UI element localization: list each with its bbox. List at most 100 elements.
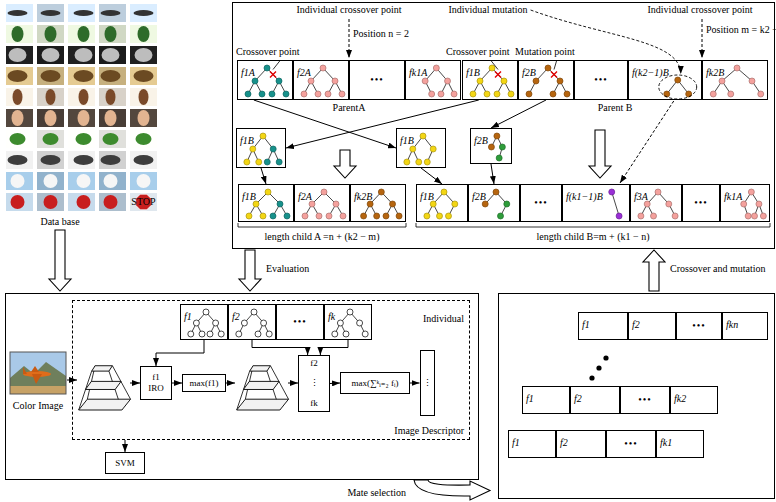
connector — [261, 168, 266, 184]
thumbnail-object — [77, 195, 91, 209]
thumbnail — [37, 151, 64, 169]
tree-node — [446, 213, 452, 219]
node-text: f1 — [152, 372, 160, 383]
thumbnail-ground — [6, 151, 33, 169]
node-text: fk — [328, 311, 335, 323]
tree-node — [719, 78, 725, 84]
thumbnail — [99, 193, 126, 211]
tree-node — [362, 331, 368, 337]
thumbnail — [6, 46, 33, 64]
thumbnail-ground — [6, 46, 33, 64]
tree-node — [422, 78, 428, 84]
tree-node — [651, 213, 657, 219]
tree-node — [308, 78, 314, 84]
gp-tree — [188, 309, 224, 337]
thumbnail — [130, 130, 157, 148]
thumbnail-ground — [99, 25, 126, 43]
tree-node — [445, 78, 451, 84]
flow-arrow — [288, 383, 298, 384]
tree-node — [193, 320, 199, 326]
thumbnail — [99, 4, 126, 22]
thumbnail — [6, 25, 33, 43]
block-arrow — [589, 130, 611, 178]
mutation-ring — [659, 75, 697, 99]
tree-node — [452, 201, 458, 207]
thumbnail-ground — [99, 109, 126, 127]
pyramid-level — [237, 399, 289, 410]
thumbnail-object — [76, 133, 92, 145]
population-cell: f1 — [578, 312, 628, 340]
gp-tree — [422, 65, 457, 97]
tree-node — [207, 331, 213, 337]
thumbnail — [99, 88, 126, 106]
tree-node — [199, 331, 205, 337]
tree-node — [252, 78, 258, 84]
node-text: f(k1−1)B — [566, 191, 603, 203]
node-text: max(f1) — [190, 378, 219, 389]
connector — [491, 100, 546, 128]
tree-node — [496, 155, 502, 161]
node-text: ••• — [534, 197, 548, 209]
tree-node — [276, 78, 282, 84]
color-image — [10, 352, 66, 394]
thumbnail — [68, 4, 95, 22]
connector — [125, 440, 126, 452]
tree-node — [337, 320, 343, 326]
tree-node — [260, 133, 266, 139]
tree-node — [357, 320, 363, 326]
tree-node — [333, 201, 339, 207]
pyramid-level — [92, 366, 113, 371]
gene-cell: fk2B — [350, 184, 406, 222]
thumbnail-ground — [37, 4, 64, 22]
flow-arrow — [226, 383, 235, 384]
thumbnail-ground — [68, 67, 95, 85]
gene-ellipsis: ••• — [520, 184, 562, 222]
thumbnail — [99, 67, 126, 85]
thumbnail-ground — [68, 151, 95, 169]
node-text: f2 — [560, 437, 568, 449]
tree-node — [340, 213, 346, 219]
node-text: f1A — [241, 67, 255, 79]
node-text: f2 — [632, 319, 640, 331]
continuation-dot — [589, 375, 594, 380]
tree-node — [302, 213, 308, 219]
tree-node — [269, 91, 275, 97]
thumbnail-object — [104, 174, 118, 188]
node-text: f(k2−1)B — [632, 67, 669, 79]
node-text: ••• — [692, 320, 706, 332]
population-panel — [499, 294, 775, 499]
population-cell: fk1 — [656, 430, 704, 458]
gene-ellipsis: ••• — [620, 386, 670, 414]
thumbnail-object — [8, 10, 28, 16]
callout-label: Individual crossover point — [297, 4, 402, 16]
block-arrow — [414, 480, 490, 500]
thumbnail-object — [74, 70, 94, 82]
thumbnail-ground — [6, 4, 33, 22]
thumbnail-ground — [37, 172, 64, 190]
tree-node — [332, 331, 338, 337]
gp-tree — [609, 189, 622, 219]
tree-node — [361, 213, 367, 219]
node-text: max(∑ᵏᵢ₌₂ fᵢ) — [352, 378, 399, 389]
gene-ellipsis: ••• — [682, 184, 720, 222]
tree-node — [321, 189, 327, 195]
sign-text: STOP — [131, 196, 155, 208]
callout-label: Individual mutation — [448, 4, 527, 16]
node-text: f1B — [242, 191, 256, 203]
thumbnail-ground — [37, 151, 64, 169]
tree-node — [283, 91, 289, 97]
connector — [491, 164, 494, 184]
thumbnail-ground — [130, 172, 157, 190]
thumbnail — [68, 172, 95, 190]
node-text: fk2 — [674, 393, 686, 405]
population-cell: f2 — [570, 386, 620, 414]
offspring-tree: f2B — [470, 128, 512, 164]
feature-stack: f2⋮fk — [298, 355, 330, 412]
thumbnail — [130, 151, 157, 169]
thumbnail — [99, 109, 126, 127]
tree-node — [493, 189, 499, 195]
thumbnail-ground — [68, 172, 95, 190]
crossover-pointer — [702, 19, 703, 58]
thumbnail-ground — [6, 109, 33, 127]
step-label: Mate selection — [347, 487, 406, 499]
